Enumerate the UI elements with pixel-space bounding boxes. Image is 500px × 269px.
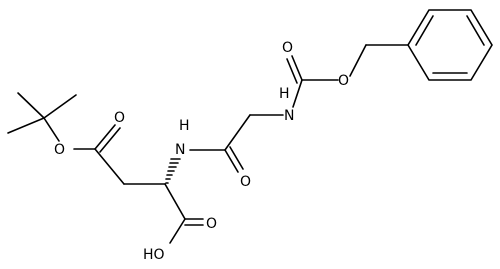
bond-calpha-acid — [164, 183, 186, 220]
atom-h-amide: H — [179, 118, 190, 134]
bond-ester-c-o-double-a — [94, 124, 116, 150]
bond-o-benzyl-ch2 — [349, 44, 367, 77]
bond-acid-c-oh — [169, 218, 186, 244]
atom-o-carbamate-single: O — [338, 73, 349, 89]
bond-amide-c-o-double-a — [224, 149, 239, 173]
phenyl-double-3 — [415, 15, 434, 46]
bond-ester-ch2 — [94, 148, 125, 185]
atom-oh-acid: HO — [143, 247, 165, 263]
bond-tbu-c2 — [43, 94, 77, 119]
atom-o-amide-carbonyl: O — [240, 174, 251, 190]
atom-o-acid-carbonyl: O — [206, 216, 217, 232]
stereo-hash-bond — [165, 158, 181, 184]
bond-tbu-c1 — [17, 92, 45, 119]
bond-ester-c-o-double-b — [99, 127, 121, 153]
bond-nh-carbamate-c — [292, 79, 303, 108]
bond-carbamate-c-o-double-a — [291, 55, 303, 81]
bond-amide-c-o-double-b — [229, 146, 244, 170]
phenyl-ring — [407, 9, 493, 81]
atom-n-carbamate: N — [284, 108, 294, 124]
phenyl-double-2 — [466, 15, 485, 46]
atom-o-carbamate-carbonyl: O — [282, 40, 293, 56]
atom-o-ester-single: O — [54, 142, 65, 158]
atom-h-carbamate: H — [279, 86, 290, 102]
bond-carbamate-c-o-double-b — [286, 58, 298, 84]
bond-tbu-c3 — [7, 117, 45, 134]
atom-n-amide: N — [175, 142, 185, 158]
bond-amide-ch2 — [224, 114, 251, 151]
atom-o-ester-carbonyl: O — [114, 110, 125, 126]
bond-tbu-o — [43, 117, 60, 142]
